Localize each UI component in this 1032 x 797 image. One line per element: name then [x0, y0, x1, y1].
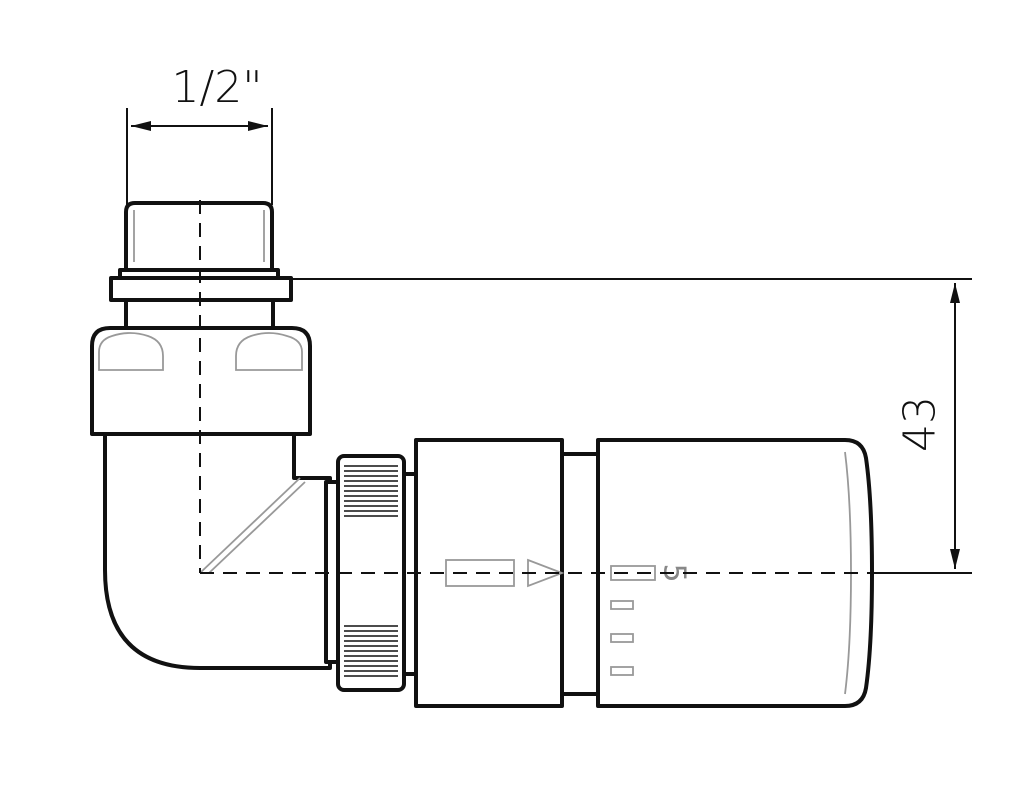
dimension-lines	[126, 108, 972, 574]
center-lines	[199, 200, 880, 574]
scale-mark	[610, 633, 634, 643]
elbow-body	[103, 432, 340, 670]
height-dimension-label: 43	[895, 396, 946, 452]
scale-mark	[610, 600, 634, 610]
union-nut	[90, 326, 312, 436]
scale-mark	[610, 666, 634, 676]
scale-mark-main	[610, 565, 656, 581]
threaded-nipple	[118, 201, 280, 280]
thread-size-label: 1/2"	[171, 62, 262, 113]
